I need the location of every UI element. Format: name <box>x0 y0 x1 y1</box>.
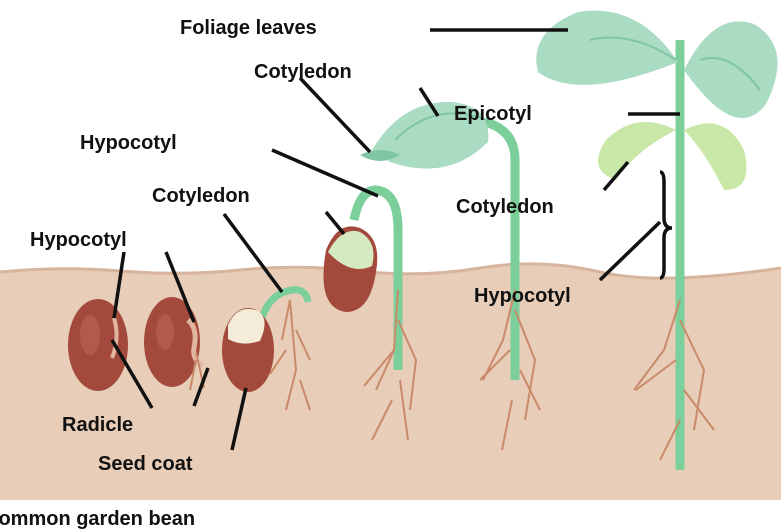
hypocotyl-upper-label: Hypocotyl <box>80 133 177 153</box>
seed-stage-1 <box>68 299 128 391</box>
seed-coat-label: Seed coat <box>98 454 192 474</box>
cotyledon-mid-label: Cotyledon <box>152 186 250 206</box>
foliage-leaves-label: Foliage leaves <box>180 18 317 38</box>
radicle-label: Radicle <box>62 415 133 435</box>
hypocotyl-left-label: Hypocotyl <box>30 230 127 250</box>
caption: Common garden bean <box>0 509 195 529</box>
cotyledon-top-label: Cotyledon <box>254 62 352 82</box>
hypocotyl-right-label: Hypocotyl <box>474 286 571 306</box>
cotyledon-right-label: Cotyledon <box>456 197 554 217</box>
epicotyl-label: Epicotyl <box>454 104 532 124</box>
